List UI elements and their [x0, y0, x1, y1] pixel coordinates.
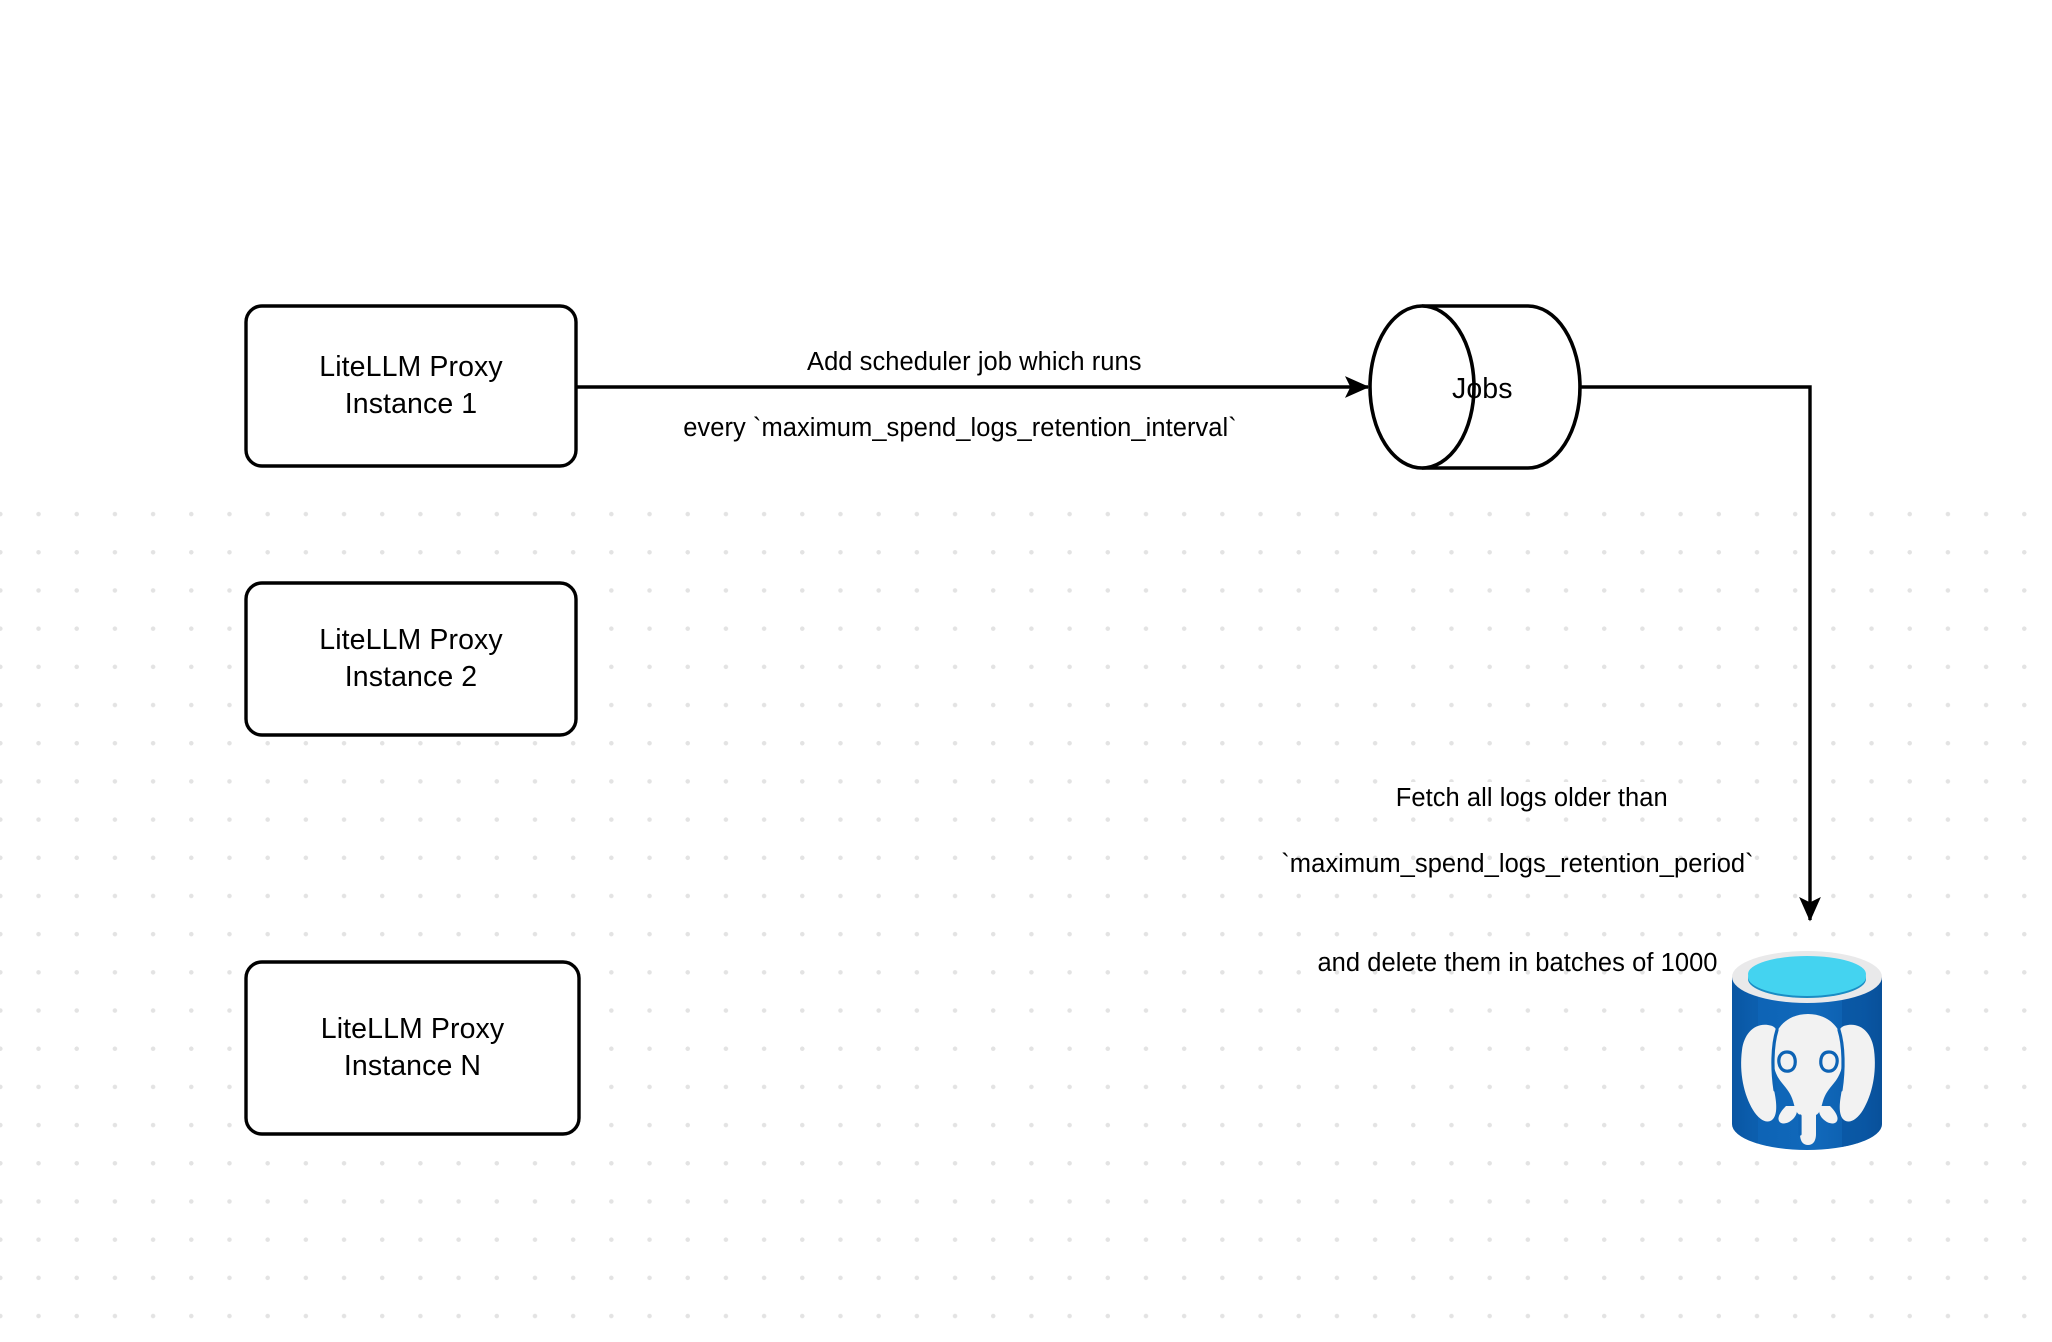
node-proxy-2-shape[interactable] — [244, 581, 578, 737]
edge-proxy1-jobs-label: Add scheduler job which runs every `maxi… — [580, 313, 1340, 511]
node-proxy-n-line1: LiteLLM Proxy — [320, 1013, 505, 1045]
node-jobs-left-face[interactable] — [1368, 304, 1476, 470]
node-proxy-2-line2: Instance 2 — [344, 661, 478, 694]
node-proxy-2-label: LiteLLM Proxy Instance 2 — [246, 622, 576, 696]
edge-jobs-postgres-label: Fetch all logs older than `maximum_spend… — [1230, 749, 1805, 1046]
node-jobs[interactable] — [1368, 304, 1582, 470]
edge-label-2-line-3: and delete them in batches of 1000 — [1317, 949, 1718, 978]
edge-label-2-line-2: `maximum_spend_logs_retention_period` — [1281, 850, 1754, 879]
postgresql-elephant-icon — [1741, 1014, 1875, 1145]
node-postgres[interactable] — [1732, 951, 1884, 1155]
node-proxy-1-line2: Instance 1 — [344, 388, 478, 421]
node-proxy-1-line1: LiteLLM Proxy — [319, 351, 503, 383]
edge-label-2-line-1: Fetch all logs older than — [1394, 782, 1669, 816]
edge-label-1-line-1: Add scheduler job which runs — [806, 346, 1143, 380]
postgresql-elephant-eyes — [1777, 1050, 1839, 1073]
node-proxy-n-shape[interactable] — [244, 960, 581, 1136]
edge-jobs-postgres — [1580, 385, 1821, 922]
node-proxy-n-label: LiteLLM Proxy Instance N — [246, 1011, 579, 1085]
node-proxy-1-label: LiteLLM Proxy Instance 1 — [246, 349, 576, 423]
node-proxy-n[interactable] — [244, 960, 581, 1136]
node-jobs-label: Jobs — [1452, 373, 1513, 405]
edge-jobs-postgres-line — [1580, 385, 1821, 922]
node-proxy-1-shape[interactable] — [244, 304, 578, 468]
postgresql-elephant-outline — [1771, 1028, 1845, 1136]
node-proxy-n-line2: Instance N — [343, 1050, 482, 1083]
node-proxy-1[interactable] — [244, 304, 578, 468]
edge-label-1-line-2: every `maximum_spend_logs_retention_inte… — [683, 414, 1237, 443]
node-proxy-2-line1: LiteLLM Proxy — [319, 624, 503, 656]
node-proxy-2[interactable] — [244, 581, 578, 737]
